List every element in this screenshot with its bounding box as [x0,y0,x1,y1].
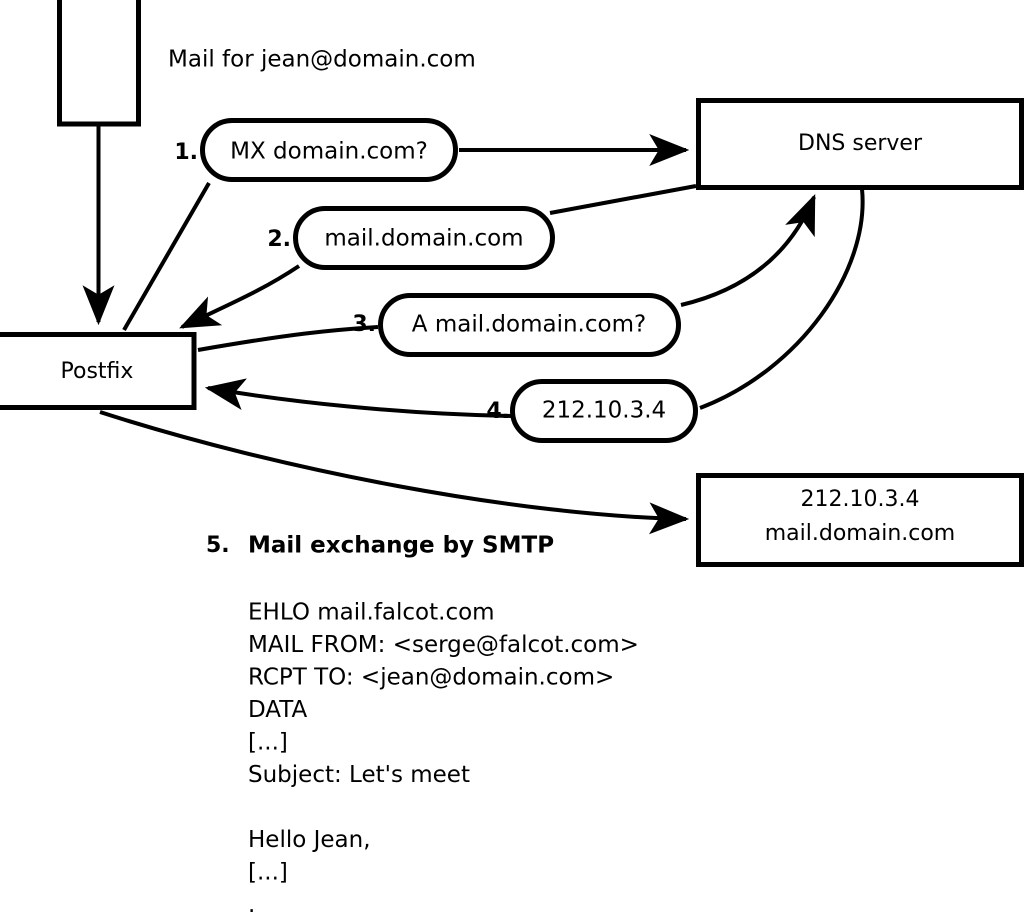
edge-step1-postfix-to-query [122,181,211,332]
step5-label: Mail exchange by SMTP [248,533,554,559]
diagram-title: Mail for jean@domain.com [168,47,476,73]
transcript-line: EHLO mail.falcot.com [248,600,495,626]
bubble-step3-label: A mail.domain.com? [412,312,646,338]
bubble-step4 [510,379,698,443]
transcript-line: [...] [248,860,288,886]
step-number-1: 1. [174,140,198,165]
node-postfix-label: Postfix [61,359,134,384]
smtp-transcript: EHLO mail.falcot.com MAIL FROM: <serge@f… [248,600,639,919]
edge-step3-postfix-to-query [197,325,379,352]
step-number-5: 5. [206,533,230,558]
node-mail-host-hostname: mail.domain.com [765,521,956,546]
transcript-line: [...] [248,730,288,756]
bubble-step4-label: 212.10.3.4 [542,398,666,424]
edge-step4-dns-to-answer [699,188,865,410]
bubble-step3 [378,293,681,357]
node-postfix [0,332,197,410]
node-dns-server [696,98,1024,190]
transcript-line: RCPT TO: <jean@domain.com> [248,665,614,691]
step-number-4: 4. [486,399,510,424]
bubble-step1 [200,118,458,182]
transcript-line: Hello Jean, [248,827,371,853]
edge-step2-dns-to-answer [549,184,697,215]
edge-step2-answer-to-postfix [179,264,301,329]
node-dns-server-label: DNS server [798,131,923,156]
edge-step3-query-to-dns [680,194,816,307]
edge-step4-answer-to-postfix [204,378,513,418]
bubble-step1-label: MX domain.com? [230,139,428,165]
edge-step5-postfix-to-mailhost [99,410,690,535]
bubble-step2-label: mail.domain.com [324,226,523,252]
node-sender-host [57,0,141,127]
bubble-step2 [293,206,555,270]
step-number-2: 2. [267,227,291,252]
transcript-line: DATA [248,697,308,723]
step-number-3: 3. [352,312,376,337]
node-mail-host [696,473,1024,567]
transcript-line: . [248,892,255,918]
node-mail-host-ip: 212.10.3.4 [801,487,920,512]
transcript-line: MAIL FROM: <serge@falcot.com> [248,632,639,658]
transcript-line: Subject: Let's meet [248,762,470,788]
